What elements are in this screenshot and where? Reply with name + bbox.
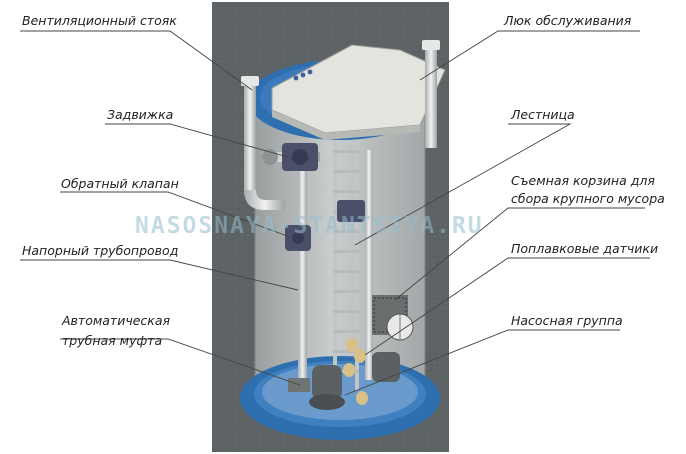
ladder-rung xyxy=(333,150,359,153)
watermark: NASOSNAYA-STANTSIYA.RU xyxy=(135,213,484,239)
ladder xyxy=(333,140,359,390)
ladder-rung xyxy=(333,250,359,253)
label-service-hatch: Люк обслуживания xyxy=(504,13,632,28)
label-check-valve: Обратный клапан xyxy=(61,176,179,191)
check-valve xyxy=(285,225,311,251)
inner-pipe xyxy=(298,150,307,390)
label-vent-riser: Вентиляционный стояк xyxy=(22,13,177,28)
inner-pipe xyxy=(365,150,373,380)
label-pump-group: Насосная группа xyxy=(511,313,623,328)
vent-riser-left xyxy=(241,76,285,210)
ladder-rung xyxy=(333,270,359,273)
leader-lines xyxy=(20,30,650,396)
pump-group xyxy=(288,352,400,410)
gate-valve xyxy=(282,143,318,171)
label-ladder: Лестница xyxy=(511,107,575,122)
ladder-rung xyxy=(333,350,359,353)
label-coupling-line1: Автоматическая xyxy=(62,313,171,328)
ladder-rung xyxy=(333,330,359,333)
float-sensors xyxy=(343,338,368,405)
label-basket-line1: Съемная корзина для xyxy=(511,173,655,188)
label-gate-valve: Задвижка xyxy=(107,107,174,122)
label-coupling-line2: трубная муфта xyxy=(62,333,163,348)
ladder-rung xyxy=(333,170,359,173)
debris-basket xyxy=(372,295,414,341)
label-basket-line2: сбора крупного мусора xyxy=(511,191,665,206)
ladder-rung xyxy=(333,230,359,233)
ladder-rung xyxy=(333,190,359,193)
ladder-rung xyxy=(333,310,359,313)
label-float-sensors: Поплавковые датчики xyxy=(511,241,659,256)
ladder-rung xyxy=(333,290,359,293)
label-pressure-pipe: Напорный трубопровод xyxy=(22,243,179,258)
